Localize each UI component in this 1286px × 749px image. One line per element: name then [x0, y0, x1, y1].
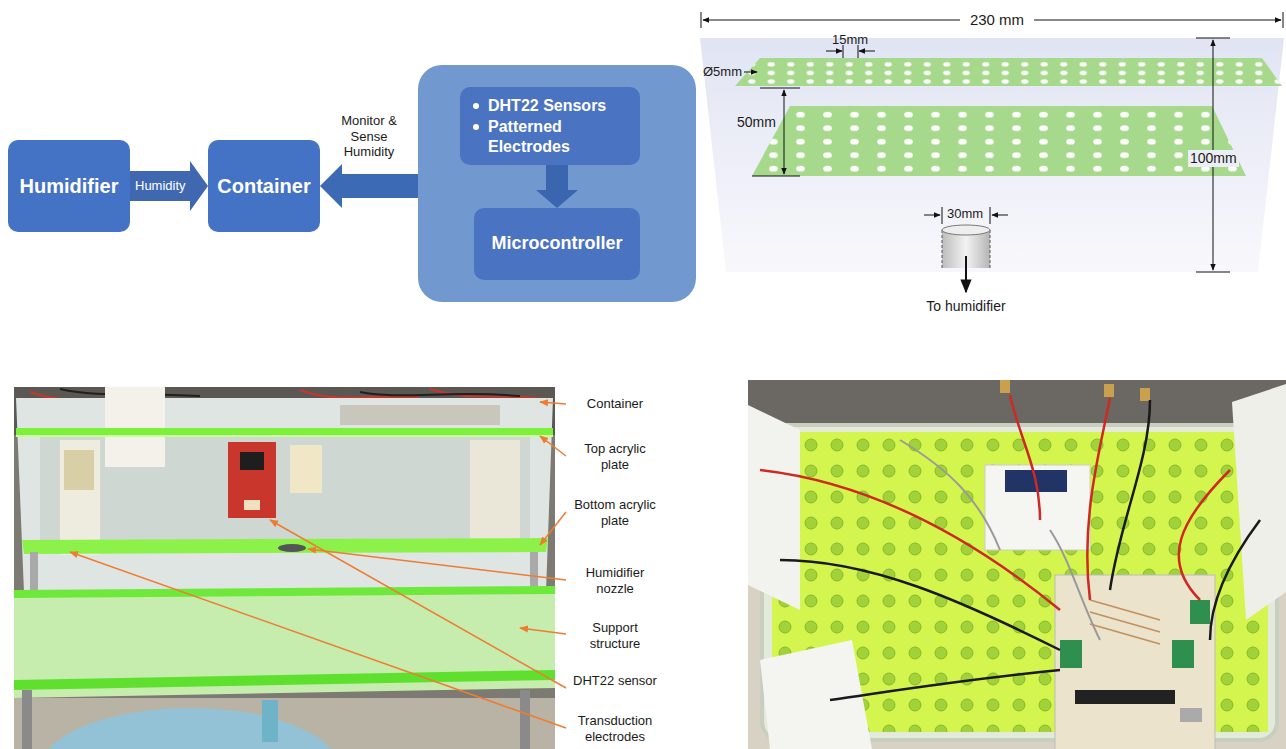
edge-label: Monitor & Sense Humidity	[325, 113, 413, 160]
box-label: Microcontroller	[491, 233, 622, 255]
bullet-dot	[473, 103, 479, 109]
part-label: Container	[570, 396, 660, 412]
controller-box: Microcontroller	[474, 208, 640, 280]
part-label: DHT22 sensor	[570, 673, 660, 689]
container-schematic	[700, 12, 1284, 292]
dimension-label: 30mm	[947, 206, 983, 222]
part-label: Top acrylic plate	[570, 441, 660, 472]
bottom-plate	[752, 106, 1246, 176]
container-outline	[700, 38, 1284, 272]
bullet-item: DHT22 Sensors	[468, 96, 606, 115]
group-panel: DHT22 SensorsPatterned ElectrodesMicroco…	[418, 65, 696, 302]
block-arrow	[536, 165, 578, 208]
dimension-label: 100mm	[1188, 150, 1239, 167]
part-label: Transduction electrodes	[570, 713, 660, 744]
sensor-box: DHT22 SensorsPatterned Electrodes	[460, 87, 640, 165]
dimension-label: 50mm	[737, 114, 776, 131]
bullet-dot	[473, 124, 479, 130]
plate-holes	[752, 106, 1246, 176]
leader-lines	[70, 402, 566, 728]
top-plate	[735, 58, 1282, 86]
block-arrow	[320, 164, 418, 208]
process-box: Container	[208, 140, 320, 232]
nozzle-cylinder	[942, 225, 990, 292]
block-arrow	[130, 161, 208, 211]
box-label: Humidifier	[20, 174, 119, 198]
edge-label: Humidity	[135, 178, 186, 194]
bullet-item: Patterned Electrodes	[468, 117, 632, 155]
sensor-photo	[228, 442, 276, 518]
setup-photo-top	[748, 380, 1286, 749]
part-label: Support structure	[570, 620, 660, 651]
box-label: Container	[217, 174, 310, 198]
part-label: Bottom acrylic plate	[570, 497, 660, 528]
plate-holes	[735, 58, 1282, 86]
dimension-label: 15mm	[832, 32, 868, 48]
part-label: Humidifier nozzle	[570, 565, 660, 596]
dimension-lines	[701, 12, 1283, 272]
process-box: Humidifier	[8, 140, 130, 232]
dimension-label: Ø5mm	[703, 64, 742, 80]
flow-label: To humidifier	[926, 298, 1006, 315]
dimension-label: 230 mm	[960, 11, 1034, 29]
